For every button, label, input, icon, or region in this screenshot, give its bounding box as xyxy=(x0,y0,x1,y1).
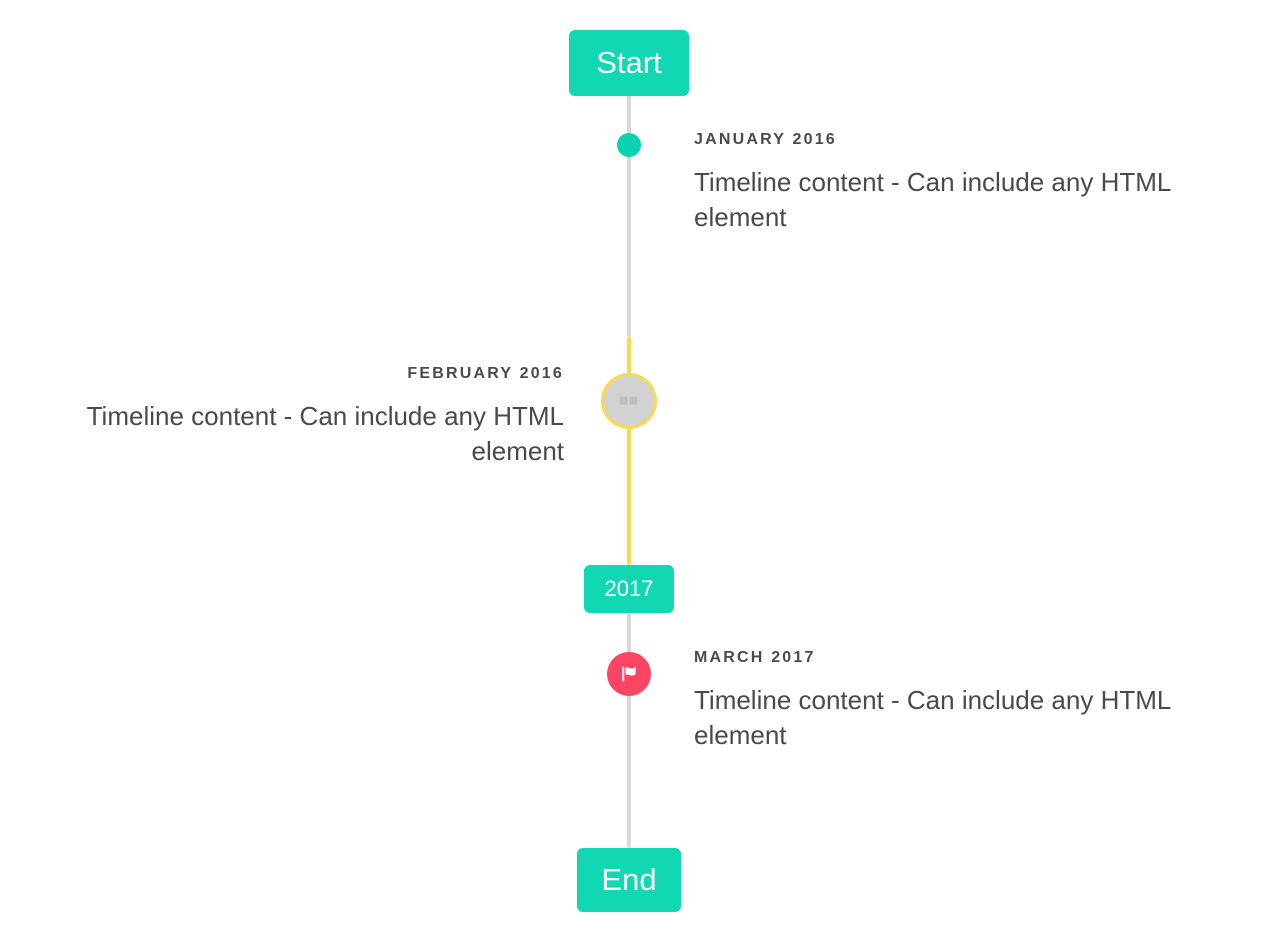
timeline-event-date: MARCH 2017 xyxy=(694,649,816,666)
timeline-marker-broken-image-icon[interactable]: ⯀⯀ xyxy=(601,373,657,429)
broken-image-icon: ⯀⯀ xyxy=(619,394,639,408)
timeline-event-date: FEBRUARY 2016 xyxy=(407,365,564,382)
timeline-event-date: JANUARY 2016 xyxy=(694,131,837,148)
timeline-event-january: JANUARY 2016 Timeline content - Can incl… xyxy=(694,131,1224,235)
timeline-event-body: Timeline content - Can include any HTML … xyxy=(86,401,564,467)
timeline-rail-segment-highlighted xyxy=(627,337,631,565)
timeline-event-body: Timeline content - Can include any HTML … xyxy=(694,167,1171,233)
timeline-rail-segment-bottom xyxy=(627,613,631,848)
timeline-marker-dot-icon[interactable] xyxy=(617,133,641,157)
timeline-start-badge[interactable]: Start xyxy=(569,30,689,96)
timeline-rail-segment-top xyxy=(627,95,631,337)
timeline-end-badge[interactable]: End xyxy=(577,848,681,912)
timeline-marker-flag-icon[interactable] xyxy=(607,652,651,696)
timeline-year-badge[interactable]: 2017 xyxy=(584,565,674,613)
timeline-event-body: Timeline content - Can include any HTML … xyxy=(694,685,1171,751)
timeline-event-february: FEBRUARY 2016 Timeline content - Can inc… xyxy=(34,365,564,469)
timeline-event-march: MARCH 2017 Timeline content - Can includ… xyxy=(694,649,1224,753)
flag-icon xyxy=(622,666,636,682)
